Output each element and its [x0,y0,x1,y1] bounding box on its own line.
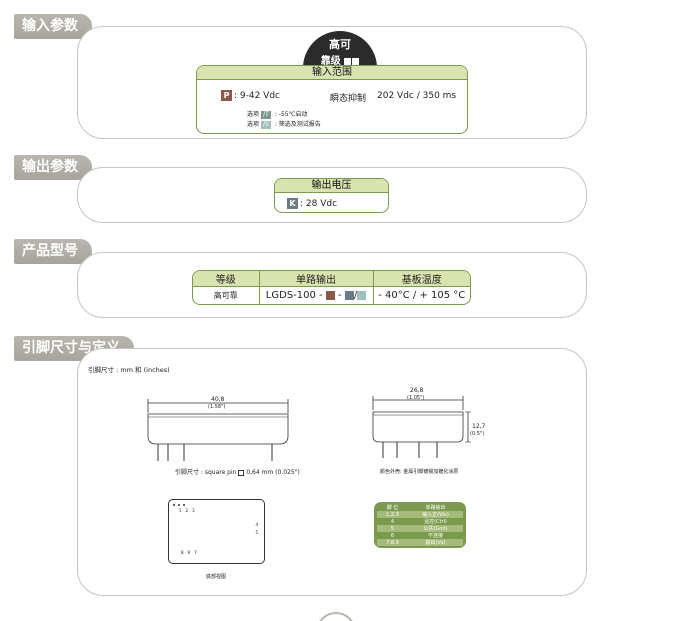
pin-table-header-output: 单路输出 [425,505,446,511]
width1-label: 40,8 [211,396,225,403]
option2-label: 选项 [247,121,260,128]
pin-dot-icon [173,504,175,506]
pin-size-value: 0,64 mm (0.025") [246,469,300,476]
width2-inch-label: (1.05") [407,395,425,401]
pin-table-cell: 输入正(Vin) [422,512,449,518]
pin-table-cell: 公共(Gnd) [423,526,448,532]
model-output-swatch [344,290,354,300]
pin-table-cell: 4 [390,518,395,525]
output-code-badge: K [287,198,298,209]
width1-inch-label: (1.58") [208,404,226,410]
grade-badge-line1: 高可 [329,38,351,51]
pin-labels-bottom: 8 9 7 [181,550,197,555]
section-tab-model: 产品型号 [14,239,92,264]
grade-badge-line2: 靠级 [320,56,341,67]
option2-text: : 筛选及测试报告 [274,121,321,128]
section-title-input: 输入参数 [22,18,78,34]
pin-unit-note: 引脚尺寸 : mm 和 (inches) [88,366,170,374]
pin-definition-table: 脚 位 单路输出 1,2,3 输入正(Vin) 4 遥控(Ctrl) 5 公共(… [377,504,463,546]
section-box-pins [77,348,587,596]
front-view-drawing [147,399,289,461]
pin-table-cell: 不连接 [427,533,443,539]
section-tab-output: 输出参数 [14,155,92,180]
input-range-header: 输入范围 [197,66,467,80]
option1-row: 选项 /T : -55℃启动 [247,109,307,119]
model-sep2: / [353,290,358,302]
input-code-badge: P [221,90,232,101]
model-prefix: LGDS-100 - [265,290,323,302]
height-label: 12,7 [472,423,486,430]
height-inch-label: (0.5") [470,431,485,437]
model-temp-cell: - 40°C / + 105 °C [378,290,466,302]
bottom-view-label: 底部视图 [206,574,227,580]
output-voltage-row: K: 28 Vdc [287,198,337,209]
model-sep1: - [338,290,342,302]
model-option-swatch [357,290,367,300]
option1-text: : -55℃启动 [274,111,308,118]
pin-label: 7 [194,550,197,555]
pin-labels-top: 1 2 3 [179,508,195,513]
option2-code: /S [260,120,271,129]
side-view-note: 颜色外壳: 金属引脚镀锡加镀化涂层 [380,469,459,475]
option2-row: 选项 /S : 筛选及测试报告 [247,119,321,129]
pin-table-cell: 7,8,9 [386,539,399,546]
pin-labels-mid: 4 5 [255,522,258,535]
pin-label: 3 [192,508,195,513]
pin-label: 8 [181,550,184,555]
pin-label: 9 [187,550,191,555]
grade-badge: 高可 靠级 [303,31,377,71]
option1-code: /T [260,110,271,119]
model-grade-cell: 高可靠 [193,286,260,304]
input-range-value: : 9-42 Vdc [234,91,280,101]
pin-note-label: 引脚尺寸 : square pin [175,469,237,476]
pin-label: 5 [255,530,258,535]
pin-label: 1 [179,508,182,513]
section-title-model: 产品型号 [22,243,78,259]
option1-label: 选项 [247,111,260,118]
model-output-cell: LGDS-100 - - / [259,286,374,304]
output-voltage-header: 输出电压 [275,179,388,193]
output-voltage-box: 输出电压 K: 28 Vdc [274,178,389,213]
page-badge-partial [316,612,356,621]
input-range-row: P: 9-42 Vdc [221,90,280,101]
pin-table-cell: 输出(Vo) [425,540,446,546]
model-header-output: 单路输出 [259,271,374,287]
side-view-drawing [372,396,471,458]
model-header-grade: 等级 [193,271,260,287]
pin-label: 4 [255,522,258,527]
grade-badge-swatch-icon-2 [352,57,360,65]
pin-dot-icon [183,504,185,506]
transient-label: 瞬态抑制 [330,94,367,104]
pin-size-note: 引脚尺寸 : square pin 0,64 mm (0.025") [175,467,300,476]
section-title-output: 输出参数 [22,159,78,175]
output-voltage-value: : 28 Vdc [300,199,338,209]
pin-table-cell: 6 [390,532,395,539]
model-table-box: 等级 单路输出 基板温度 高可靠 LGDS-100 - - / - 40°C /… [192,270,471,305]
model-header-temp: 基板温度 [373,271,470,287]
pin-definition-table-box: 脚 位 单路输出 1,2,3 输入正(Vin) 4 遥控(Ctrl) 5 公共(… [374,502,466,548]
transient-value: 202 Vdc / 350 ms [377,91,457,101]
pin-table-header-pin: 脚 位 [386,505,399,511]
grade-badge-swatch-icon [344,57,352,65]
model-table: 等级 单路输出 基板温度 高可靠 LGDS-100 - - / - 40°C /… [193,271,470,304]
pin-table-cell: 5 [390,525,395,532]
pin-table-cell: 1,2,3 [386,511,399,518]
pin-table-cell: 遥控(Ctrl) [424,519,447,525]
model-input-swatch [325,290,335,300]
bottom-view-drawing: 1 2 3 4 5 8 9 7 [168,499,265,564]
pin-label: 2 [185,508,189,513]
section-tab-input: 输入参数 [14,14,92,39]
width2-label: 26,8 [410,387,424,394]
square-pin-icon [238,469,245,476]
pin-dots-top [173,504,193,509]
input-range-box: 输入范围 P: 9-42 Vdc 瞬态抑制 202 Vdc / 350 ms 选… [196,65,468,134]
pin-dot-icon [178,504,180,506]
